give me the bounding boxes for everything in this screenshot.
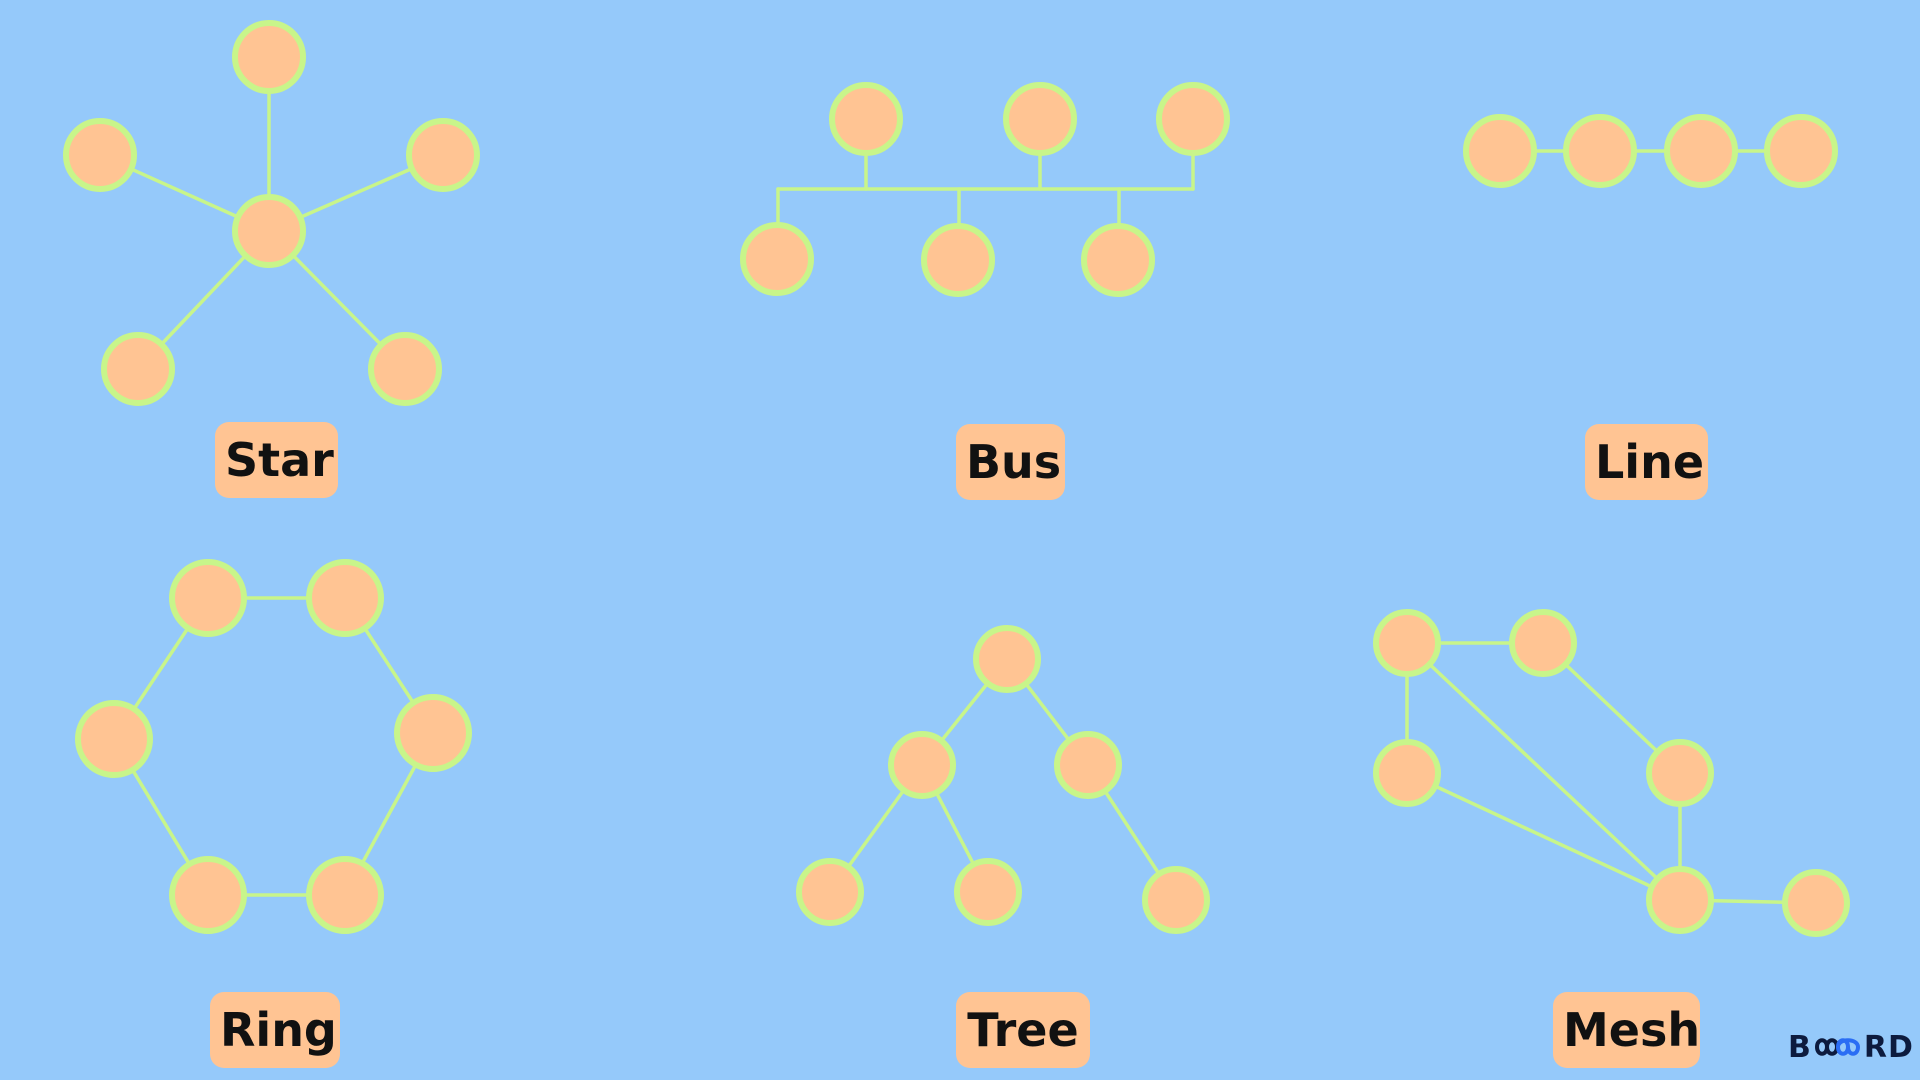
infinity-loop-icon	[1814, 1038, 1860, 1056]
mesh-node	[1646, 739, 1714, 807]
mesh-link	[1405, 641, 1682, 902]
line-topology	[1463, 114, 1838, 188]
ring-node	[306, 559, 384, 637]
ring-links	[111, 596, 436, 897]
bus-node	[921, 223, 995, 297]
mesh-node	[1509, 609, 1577, 677]
mesh-topology	[1373, 609, 1850, 937]
ring-label: Ring	[210, 992, 340, 1068]
mesh-node	[1373, 739, 1441, 807]
line-node	[1463, 114, 1537, 188]
ring-node	[306, 856, 384, 934]
tree-node	[1054, 731, 1122, 799]
line-node	[1664, 114, 1738, 188]
tree-node	[888, 731, 956, 799]
bus-node	[1156, 82, 1230, 156]
mesh-node	[1373, 609, 1441, 677]
star-node	[368, 332, 442, 406]
star-node	[101, 332, 175, 406]
ring-node	[394, 694, 472, 772]
bus-node	[740, 222, 814, 296]
bus-node	[1003, 82, 1077, 156]
star-node	[63, 118, 137, 192]
star-node	[232, 20, 306, 94]
star-topology	[63, 20, 480, 406]
board-logo: B RD	[1788, 1029, 1914, 1065]
ring-node	[75, 700, 153, 778]
tree-leaf-node	[796, 858, 864, 926]
tree-leaf-node	[954, 858, 1022, 926]
tree-leaf-node	[1142, 866, 1210, 934]
bus-node	[829, 82, 903, 156]
bus-topology	[740, 82, 1230, 297]
mesh-link	[1405, 771, 1682, 902]
line-label: Line	[1585, 424, 1708, 500]
tree-topology	[796, 625, 1210, 934]
star-hub-node	[232, 194, 306, 268]
logo-suffix: RD	[1863, 1029, 1914, 1065]
line-node	[1764, 114, 1838, 188]
star-node	[406, 118, 480, 192]
logo-prefix: B	[1788, 1029, 1812, 1065]
mesh-node	[1782, 869, 1850, 937]
tree-label: Tree	[956, 992, 1090, 1068]
bus-label: Bus	[956, 424, 1065, 500]
star-label: Star	[215, 422, 338, 498]
ring-node	[169, 559, 247, 637]
ring-topology	[75, 559, 472, 934]
mesh-hub-node	[1646, 866, 1714, 934]
tree-root-node	[973, 625, 1041, 693]
bus-node	[1081, 223, 1155, 297]
mesh-label: Mesh	[1553, 992, 1700, 1068]
ring-node	[169, 856, 247, 934]
line-node	[1563, 114, 1637, 188]
